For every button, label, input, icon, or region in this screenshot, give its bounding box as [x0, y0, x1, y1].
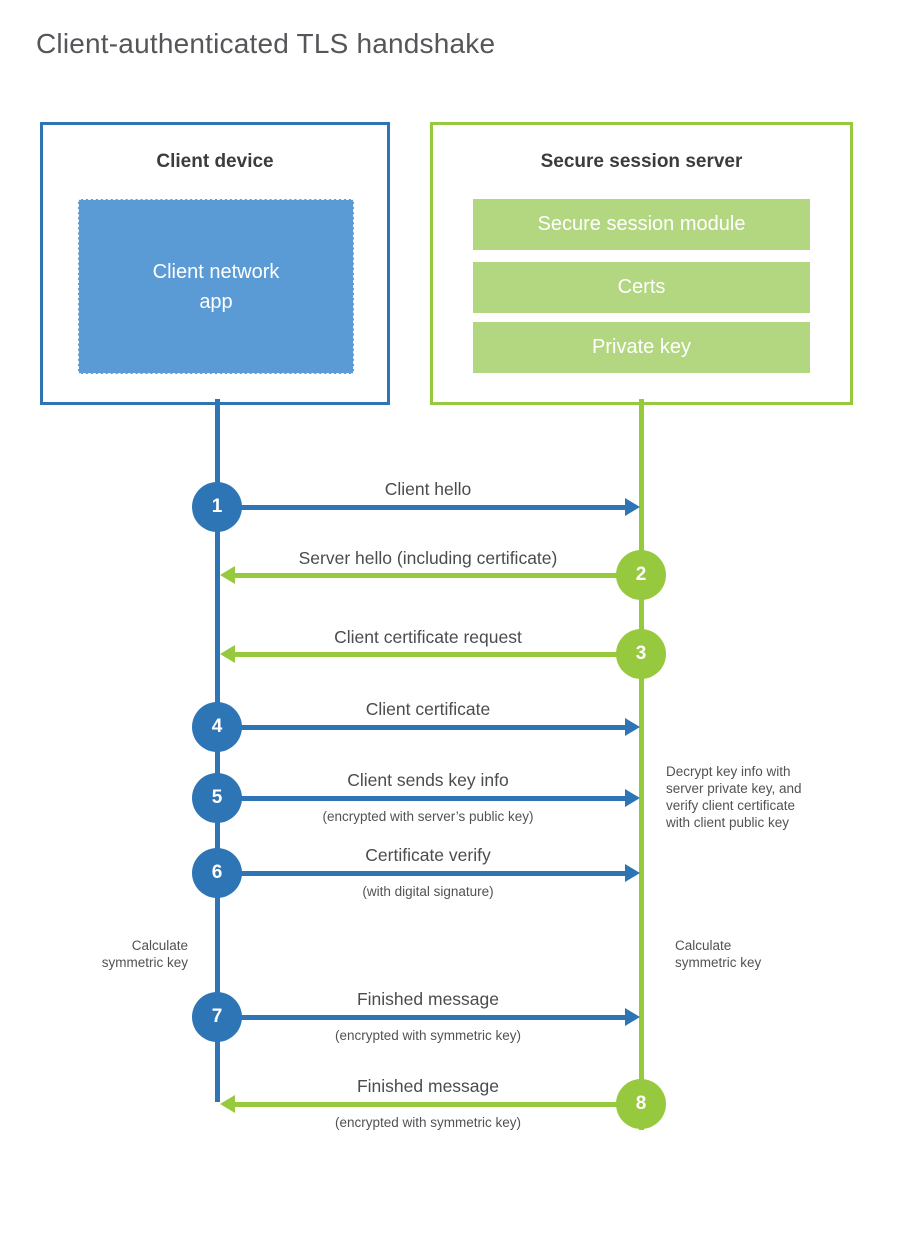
step-8-number: 8 — [635, 1093, 647, 1114]
step-2-arrow-shaft — [233, 573, 641, 578]
step-7-arrowhead-icon — [625, 1008, 640, 1026]
step-5-number: 5 — [211, 787, 223, 808]
step-6-badge: 6 — [192, 848, 242, 898]
step-1-badge: 1 — [192, 482, 242, 532]
step-3-label: Client certificate request — [334, 627, 522, 647]
step-7-sublabel: (encrypted with symmetric key) — [334, 1028, 522, 1043]
step-4-number: 4 — [211, 716, 223, 737]
step-6-sublabel: (with digital signature) — [362, 884, 494, 899]
server-module-secure-session: Secure session module — [473, 199, 810, 250]
step-2-label: Server hello (including certificate) — [298, 548, 558, 568]
step-2-arrowhead-icon — [220, 566, 235, 584]
step-8-arrowhead-icon — [220, 1095, 235, 1113]
step-5-arrowhead-icon — [625, 789, 640, 807]
server-module-private-key: Private key — [473, 322, 810, 373]
step-4-arrowhead-icon — [625, 718, 640, 736]
step-5-sublabel: (encrypted with server’s public key) — [322, 809, 534, 824]
step-4-badge: 4 — [192, 702, 242, 752]
step-6-arrowhead-icon — [625, 864, 640, 882]
server-module-certs: Certs — [473, 262, 810, 313]
step-5-arrow-shaft — [217, 796, 626, 801]
step-8-sublabel: (encrypted with symmetric key) — [334, 1115, 522, 1130]
calculate-symmetric-key-client: Calculate symmetric key — [101, 938, 188, 970]
step-7-number: 7 — [211, 1006, 223, 1027]
step-7-arrow-shaft — [217, 1015, 626, 1020]
step-3-number: 3 — [635, 643, 647, 664]
page-title: Client-authenticated TLS handshake — [36, 28, 496, 59]
step-8-arrow-shaft — [233, 1102, 641, 1107]
step-1-number: 1 — [211, 496, 223, 517]
step-3-arrow-shaft — [233, 652, 641, 657]
step-6-label: Certificate verify — [365, 845, 491, 865]
client-network-app-block: Client network app — [78, 199, 354, 374]
step-1-arrowhead-icon — [625, 498, 640, 516]
step-6-number: 6 — [211, 862, 223, 883]
step-4-arrow-shaft — [217, 725, 626, 730]
step-5-label: Client sends key info — [347, 770, 509, 790]
step-3-badge: 3 — [616, 629, 666, 679]
step-7-badge: 7 — [192, 992, 242, 1042]
step-8-badge: 8 — [616, 1079, 666, 1129]
decrypt-key-note: Decrypt key info with server private key… — [666, 764, 802, 830]
step-8-label: Finished message — [356, 1076, 500, 1096]
step-1-arrow-shaft — [217, 505, 626, 510]
step-7-label: Finished message — [356, 989, 500, 1009]
step-1-label: Client hello — [384, 479, 472, 499]
step-4-label: Client certificate — [365, 699, 491, 719]
step-5-badge: 5 — [192, 773, 242, 823]
step-2-number: 2 — [635, 564, 647, 585]
step-6-arrow-shaft — [217, 871, 626, 876]
client-device-title: Client device — [156, 151, 274, 172]
server-title: Secure session server — [540, 151, 743, 172]
server-lifeline — [639, 399, 644, 1130]
step-2-badge: 2 — [616, 550, 666, 600]
calculate-symmetric-key-server: Calculate symmetric key — [675, 938, 762, 970]
step-3-arrowhead-icon — [220, 645, 235, 663]
